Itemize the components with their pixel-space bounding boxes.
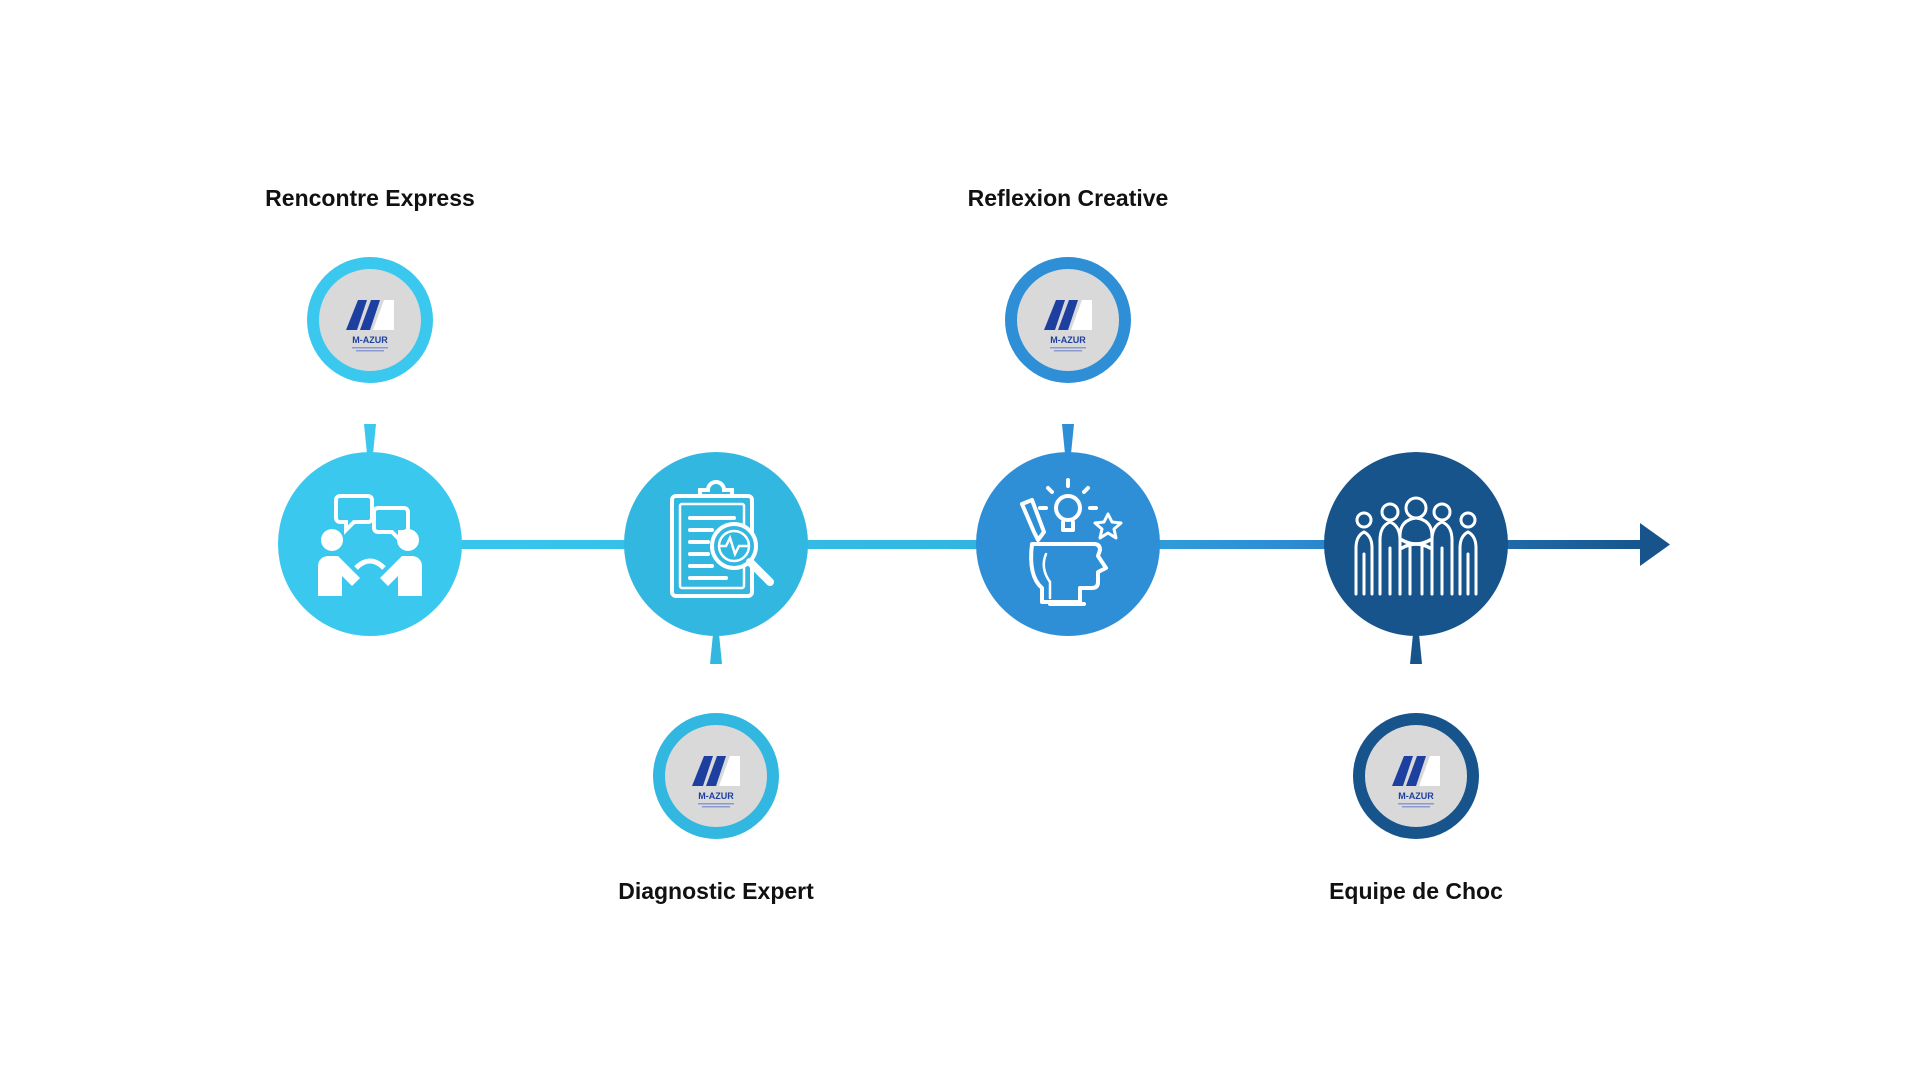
m-azur-logo: M-AZUR <box>692 756 740 808</box>
step-label-diagnostic-expert: Diagnostic Expert <box>618 878 814 904</box>
logo-wordmark: M-AZUR <box>698 791 734 801</box>
step-reflexion-creative: M-AZUR <box>976 257 1160 636</box>
handshake-chat-icon <box>318 494 422 596</box>
step-equipe-de-choc: M-AZUR <box>1324 452 1508 839</box>
logo-wordmark: M-AZUR <box>1050 335 1086 345</box>
logo-wordmark: M-AZUR <box>1398 791 1434 801</box>
timeline-arrow-head <box>1640 523 1670 566</box>
step-label-rencontre-express: Rencontre Express <box>265 185 475 211</box>
m-azur-logo: M-AZUR <box>1044 300 1092 352</box>
step-label-equipe-de-choc: Equipe de Choc <box>1329 878 1503 904</box>
step-rencontre-express: M-AZUR <box>278 257 462 636</box>
logo-wordmark: M-AZUR <box>352 335 388 345</box>
step-label-reflexion-creative: Reflexion Creative <box>967 185 1169 211</box>
step-circle <box>278 452 462 636</box>
head-lightbulb-icon <box>1020 478 1123 606</box>
m-azur-logo: M-AZUR <box>1392 756 1440 808</box>
team-group-icon <box>1354 496 1478 596</box>
step-diagnostic-expert: M-AZUR <box>624 452 808 839</box>
clipboard-magnifier-icon <box>670 480 774 598</box>
m-azur-logo: M-AZUR <box>346 300 394 352</box>
